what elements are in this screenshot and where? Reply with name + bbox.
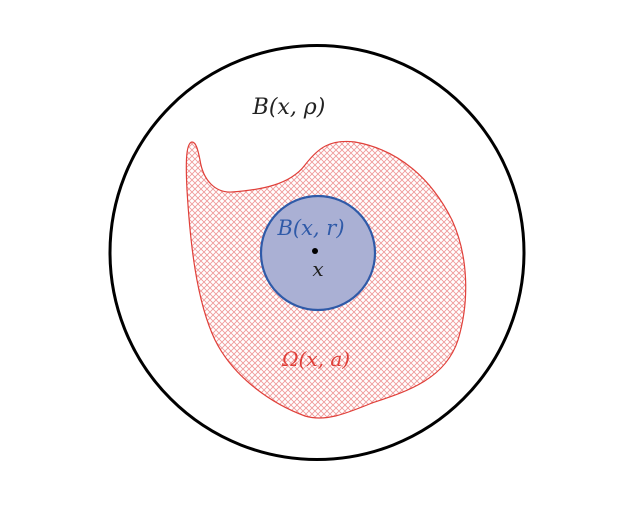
inner-ball-circle [259, 194, 377, 312]
point-x-dot [312, 248, 318, 254]
inner-ball-label: B(x, r) [276, 216, 344, 240]
outer-ball-label: B(x, ρ) [252, 95, 326, 120]
omega-region-label: Ω(x, a) [281, 347, 350, 371]
outer-ball-circle [108, 44, 526, 461]
point-x-label: x [312, 257, 323, 281]
